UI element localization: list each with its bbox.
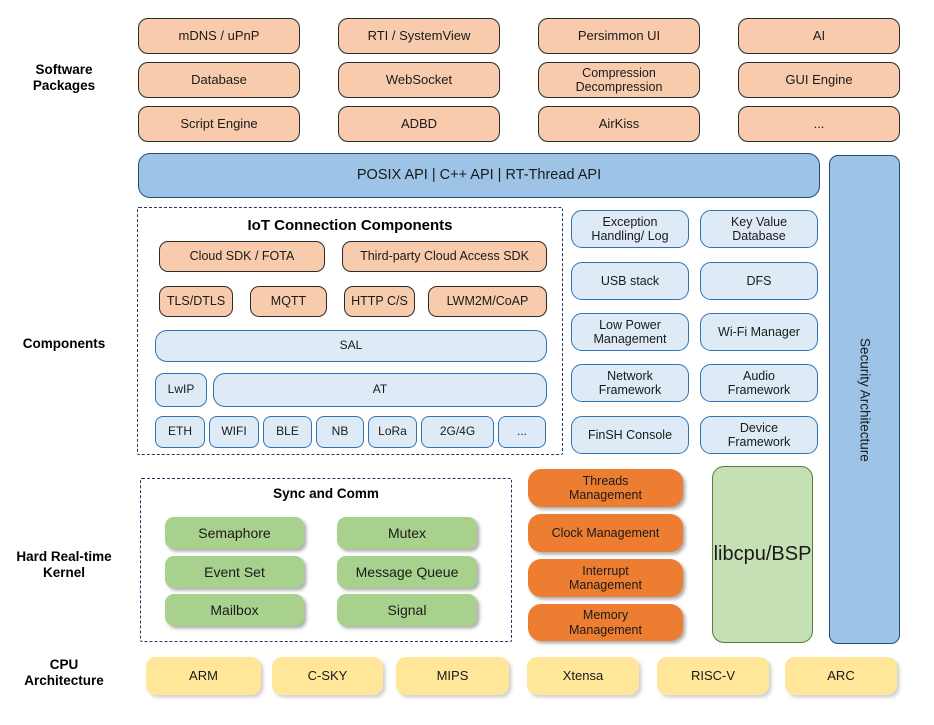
- iot-box-lwip: LwIP: [155, 373, 207, 407]
- package-box-database: Database: [138, 62, 300, 98]
- package-box-websocket: WebSocket: [338, 62, 500, 98]
- iot-box-2g4g: 2G/4G: [421, 416, 494, 448]
- iot-box-sal: SAL: [155, 330, 547, 362]
- sync-comm-title: Sync and Comm: [273, 486, 379, 501]
- sync-box-event-set: Event Set: [165, 556, 304, 588]
- iot-box-lora: LoRa: [368, 416, 417, 448]
- iot-box-mqtt: MQTT: [250, 286, 327, 317]
- component-box-usb-stack: USB stack: [571, 262, 689, 300]
- side-label-cpu-architecture: CPU Architecture: [24, 657, 104, 689]
- iot-box-lwm2m-coap: LWM2M/CoAP: [428, 286, 547, 317]
- cpu-box-mips: MIPS: [396, 657, 509, 695]
- package-box-compression: Compression Decompression: [538, 62, 700, 98]
- iot-box-http-cs: HTTP C/S: [344, 286, 415, 317]
- iot-components-group: [137, 207, 563, 455]
- package-box-ai: AI: [738, 18, 900, 54]
- sync-box-semaphore: Semaphore: [165, 517, 304, 549]
- iot-box-thirdparty-cloud-sdk: Third-party Cloud Access SDK: [342, 241, 547, 272]
- iot-box-eth: ETH: [155, 416, 205, 448]
- component-box-low-power-management: Low Power Management: [571, 313, 689, 351]
- iot-box-more: ...: [498, 416, 546, 448]
- libcpu-bsp-box: libcpu/BSP: [712, 466, 813, 643]
- iot-box-nb: NB: [316, 416, 364, 448]
- sync-box-signal: Signal: [337, 594, 477, 626]
- package-box-adbd: ADBD: [338, 106, 500, 142]
- sync-box-mailbox: Mailbox: [165, 594, 304, 626]
- package-box-more: ...: [738, 106, 900, 142]
- component-box-key-value-database: Key Value Database: [700, 210, 818, 248]
- kernel-box-clock-management: Clock Management: [528, 514, 683, 552]
- package-box-gui-engine: GUI Engine: [738, 62, 900, 98]
- component-box-network-framework: Network Framework: [571, 364, 689, 402]
- iot-box-ble: BLE: [263, 416, 312, 448]
- kernel-box-interrupt-management: Interrupt Management: [528, 559, 683, 597]
- cpu-box-xtensa: Xtensa: [527, 657, 639, 695]
- kernel-box-threads-management: Threads Management: [528, 469, 683, 507]
- security-architecture-label: Security Architecture: [857, 337, 873, 462]
- side-label-components: Components: [22, 336, 106, 351]
- iot-box-at: AT: [213, 373, 547, 407]
- component-box-wifi-manager: Wi-Fi Manager: [700, 313, 818, 351]
- cpu-box-c-sky: C-SKY: [272, 657, 383, 695]
- sync-box-mutex: Mutex: [337, 517, 477, 549]
- sync-box-message-queue: Message Queue: [337, 556, 477, 588]
- sync-comm-group: [140, 478, 512, 642]
- component-box-finsh-console: FinSH Console: [571, 416, 689, 454]
- component-box-exception-handling-log: Exception Handling/ Log: [571, 210, 689, 248]
- security-architecture-bar: Security Architecture: [829, 155, 900, 644]
- cpu-box-arc: ARC: [785, 657, 897, 695]
- iot-box-wifi: WIFI: [209, 416, 259, 448]
- component-box-device-framework: Device Framework: [700, 416, 818, 454]
- cpu-box-arm: ARM: [146, 657, 261, 695]
- cpu-box-risc-v: RISC-V: [657, 657, 769, 695]
- iot-box-tls-dtls: TLS/DTLS: [159, 286, 233, 317]
- component-box-dfs: DFS: [700, 262, 818, 300]
- side-label-software-packages: Software Packages: [32, 62, 96, 94]
- component-box-audio-framework: Audio Framework: [700, 364, 818, 402]
- package-box-mdns-upnp: mDNS / uPnP: [138, 18, 300, 54]
- iot-box-cloud-sdk-fota: Cloud SDK / FOTA: [159, 241, 325, 272]
- iot-components-title: IoT Connection Components: [247, 217, 453, 234]
- package-box-script-engine: Script Engine: [138, 106, 300, 142]
- package-box-persimmon-ui: Persimmon UI: [538, 18, 700, 54]
- api-bar: POSIX API | C++ API | RT-Thread API: [138, 153, 820, 198]
- package-box-rti-systemview: RTI / SystemView: [338, 18, 500, 54]
- package-box-airkiss: AirKiss: [538, 106, 700, 142]
- kernel-box-memory-management: Memory Management: [528, 604, 683, 641]
- side-label-kernel: Hard Real-time Kernel: [16, 549, 112, 581]
